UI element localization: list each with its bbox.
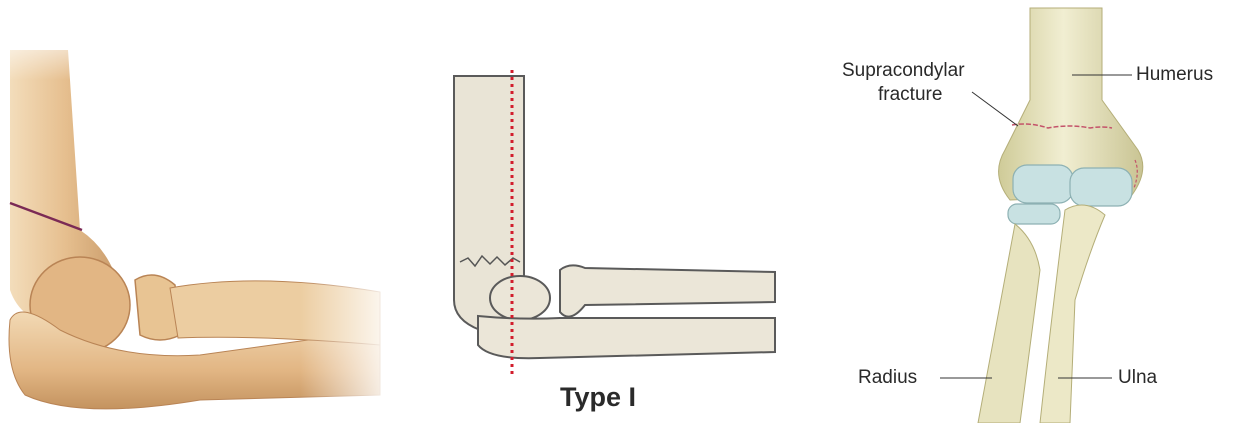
- humerus-label: Humerus: [1136, 64, 1213, 86]
- type-i-illustration: [420, 0, 800, 423]
- supracondylar-label-line1: Supracondylar: [842, 60, 965, 82]
- lateral-elbow-illustration: [0, 0, 400, 423]
- radius-label: Radius: [858, 367, 917, 389]
- panel-lateral-elbow: [0, 0, 400, 423]
- ulna-anterior: [1040, 205, 1105, 423]
- radial-head-cartilage: [1008, 204, 1060, 224]
- capitellum-cartilage: [1013, 165, 1073, 203]
- panel-type-i: Type I: [420, 0, 800, 423]
- panel-anterior-elbow: Supracondylar fracture Humerus Radius Ul…: [820, 0, 1250, 423]
- ulna-label: Ulna: [1118, 367, 1157, 389]
- trochlea-cartilage: [1070, 168, 1132, 206]
- supracondylar-leader: [972, 92, 1018, 126]
- ulna-schematic: [478, 316, 775, 358]
- radius-schematic: [560, 265, 775, 316]
- capitellum: [490, 276, 550, 320]
- type-caption: Type I: [560, 382, 636, 413]
- radius-anterior: [978, 224, 1040, 423]
- supracondylar-label-line2: fracture: [878, 84, 942, 106]
